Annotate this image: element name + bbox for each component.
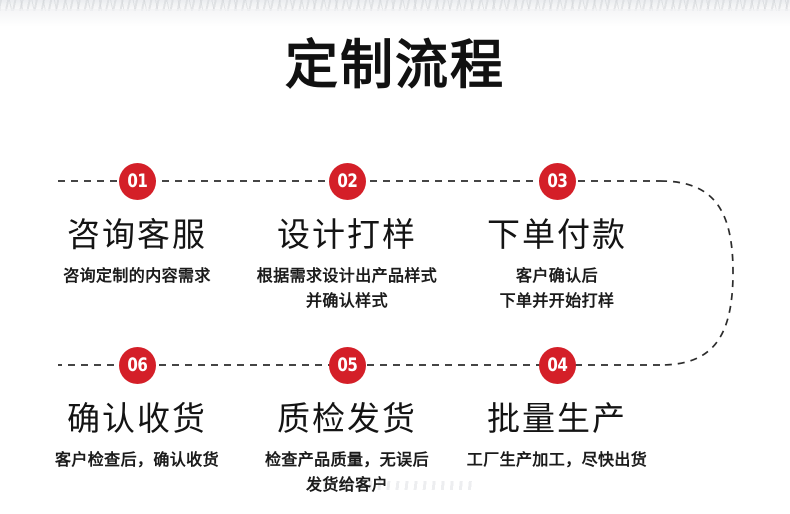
step-badge-06: 06: [118, 347, 156, 384]
bottom-texture-smudge: [315, 481, 475, 490]
step-badge-04: 04: [538, 347, 576, 384]
step-number-label: 05: [336, 354, 358, 376]
step-description: 客户确认后 下单并开始打样: [500, 264, 615, 314]
process-step-03[interactable]: 03 下单付款 客户确认后 下单并开始打样: [452, 163, 662, 314]
step-description: 检查产品质量，无误后 发货给客户: [265, 448, 429, 498]
step-description-line: 工厂生产加工，尽快出货: [466, 449, 648, 469]
top-texture-fade: [0, 9, 790, 27]
dashed-curve-right: [659, 180, 734, 366]
step-description-line: 客户检查后，确认收货: [54, 449, 219, 469]
step-number-label: 01: [126, 170, 148, 192]
step-title: 下单付款: [487, 215, 627, 254]
step-title: 咨询客服: [67, 215, 207, 254]
step-description-line: 发货给客户: [305, 474, 388, 494]
process-step-02[interactable]: 02 设计打样 根据需求设计出产品样式 并确认样式: [242, 163, 452, 314]
step-number-label: 04: [546, 354, 568, 376]
process-row-bottom: 06 确认收货 客户检查后，确认收货 05 质检发货 检查产品质量，无误后 发货…: [32, 347, 662, 498]
step-title: 批量生产: [487, 399, 627, 438]
top-texture-band: [0, 0, 790, 11]
process-step-06[interactable]: 06 确认收货 客户检查后，确认收货: [32, 347, 242, 498]
step-badge-01: 01: [118, 163, 156, 200]
step-description-line: 客户确认后: [515, 265, 598, 285]
step-description: 咨询定制的内容需求: [63, 264, 211, 289]
process-step-04[interactable]: 04 批量生产 工厂生产加工，尽快出货: [452, 347, 662, 498]
step-badge-02: 02: [328, 163, 366, 200]
step-badge-05: 05: [328, 347, 366, 384]
step-description: 工厂生产加工，尽快出货: [467, 448, 647, 473]
step-description-line: 咨询定制的内容需求: [63, 265, 211, 285]
step-description: 根据需求设计出产品样式 并确认样式: [257, 264, 437, 314]
step-description: 客户检查后，确认收货: [55, 448, 219, 473]
step-title: 质检发货: [277, 399, 417, 438]
step-badge-03: 03: [538, 163, 576, 200]
step-description-line: 根据需求设计出产品样式: [256, 265, 438, 285]
process-row-top: 01 咨询客服 咨询定制的内容需求 02 设计打样 根据需求设计出产品样式 并确…: [32, 163, 662, 314]
step-description-line: 下单并开始打样: [499, 290, 615, 310]
step-number-label: 03: [546, 170, 568, 192]
step-description-line: 并确认样式: [305, 290, 388, 310]
step-description-line: 检查产品质量，无误后: [264, 449, 429, 469]
process-step-05[interactable]: 05 质检发货 检查产品质量，无误后 发货给客户: [242, 347, 452, 498]
step-title: 设计打样: [277, 215, 417, 254]
step-title: 确认收货: [67, 399, 207, 438]
process-step-01[interactable]: 01 咨询客服 咨询定制的内容需求: [32, 163, 242, 314]
step-number-label: 06: [126, 354, 148, 376]
step-number-label: 02: [336, 170, 358, 192]
page-title: 定制流程: [285, 35, 505, 96]
